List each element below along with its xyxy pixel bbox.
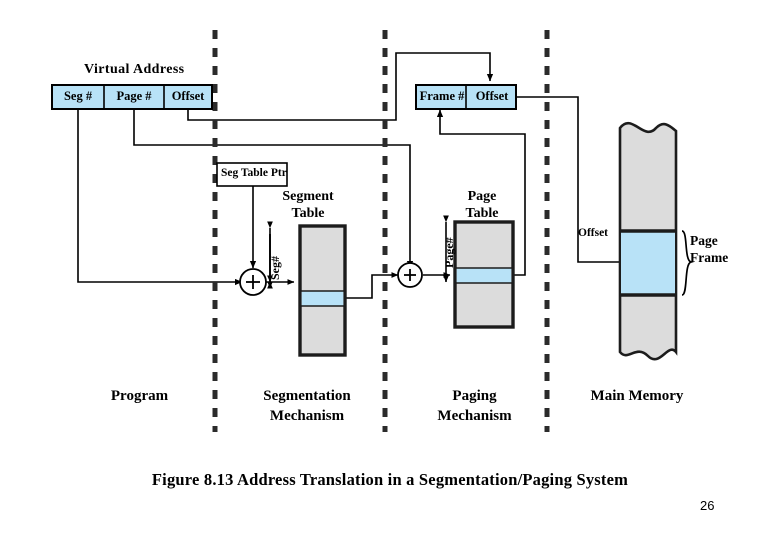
section-divider (212, 30, 550, 432)
main-memory-graphic (618, 121, 695, 361)
page-table-title-line2: Table (465, 206, 499, 221)
section-label-main-memory: Main Memory (572, 386, 702, 406)
segment-table-graphic (298, 224, 347, 357)
seg-table-ptr-box (216, 162, 288, 187)
section-label-main-memory-line1: Main Memory (590, 388, 684, 404)
field-page-number: Page # (116, 89, 152, 103)
segment-table-title-line2: Table (291, 206, 325, 221)
adder-paging (397, 262, 423, 288)
field-seg-number: Seg # (63, 89, 93, 103)
segment-table-title-line1: Segment (282, 189, 334, 204)
memory-offset-label: Offset (578, 227, 609, 239)
page-table-graphic (453, 220, 515, 329)
page-table-title: Page Table (436, 188, 528, 222)
section-label-paging: Paging Mechanism (412, 386, 537, 426)
field-offset: Offset (171, 89, 205, 103)
section-label-program-line1: Program (110, 388, 169, 404)
adder-segmentation (239, 268, 267, 296)
page-frame-label-line1: Page (690, 233, 718, 248)
field-physical-offset: Offset (475, 89, 509, 103)
section-label-segmentation-line2: Mechanism (269, 408, 345, 424)
page-frame-label: Page Frame (690, 232, 760, 266)
section-label-paging-line1: Paging (452, 388, 497, 404)
section-label-paging-line2: Mechanism (437, 408, 512, 424)
slide-page-number: 26 (700, 498, 715, 513)
seg-index-label: Seg# (268, 256, 282, 280)
page-frame-label-line2: Frame (690, 250, 729, 265)
section-label-program: Program (82, 386, 197, 406)
frame-offset-box (415, 84, 517, 110)
virtual-address-box (51, 84, 213, 110)
virtual-address-title: Virtual Address (84, 62, 185, 77)
seg-table-ptr-label: Seg Table Ptr (221, 167, 287, 179)
figure-caption: Figure 8.13 Address Translation in a Seg… (151, 470, 629, 489)
page-table-title-line1: Page (467, 189, 497, 204)
page-index-label: Page# (442, 237, 456, 268)
segment-table-title: Segment Table (262, 188, 354, 222)
field-frame-number: Frame # (419, 89, 465, 103)
section-label-segmentation: Segmentation Mechanism (242, 386, 372, 426)
section-label-segmentation-line1: Segmentation (263, 388, 351, 404)
